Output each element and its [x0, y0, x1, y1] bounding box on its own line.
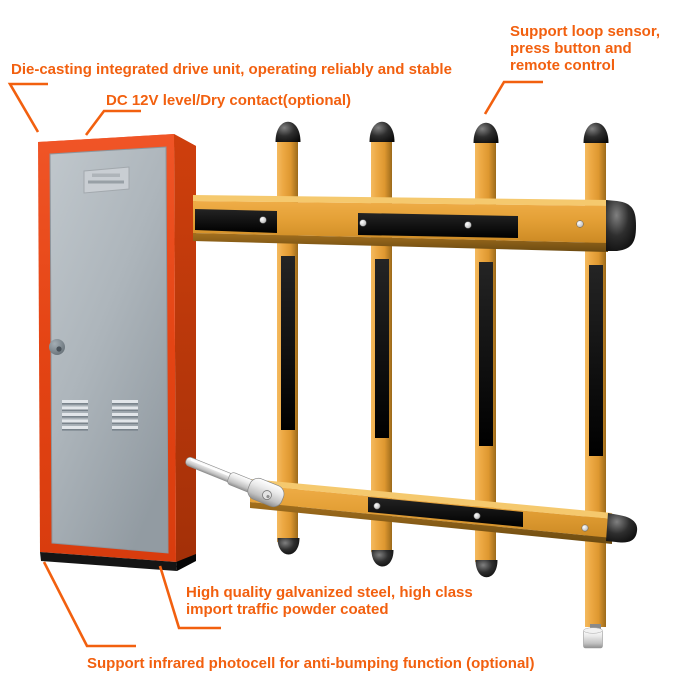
- picket-top-cap: [473, 122, 499, 143]
- picket-bottom-cap: [475, 560, 498, 578]
- annotation-infrared-photocell: Support infrared photocell for anti-bump…: [87, 655, 535, 672]
- picket-reflector-strip: [281, 256, 295, 430]
- top-rail-top-bevel: [193, 195, 608, 206]
- picket-top-cap: [583, 122, 609, 143]
- screw: [576, 220, 584, 228]
- cabinet-base: [40, 552, 177, 571]
- screw: [473, 512, 481, 520]
- picket-reflector-strip: [375, 259, 389, 438]
- rail-reflector-strip: [195, 209, 277, 233]
- lower-rail-bottom-bevel: [250, 502, 612, 544]
- cabinet-side-face: [174, 134, 196, 562]
- screw: [581, 524, 589, 532]
- leader-line-drive-unit: [7, 82, 48, 133]
- picket-reflector-strip: [479, 262, 493, 446]
- lower-rail: [250, 479, 638, 544]
- leader-line-galvanized: [158, 565, 221, 630]
- picket-top-cap: [275, 121, 301, 142]
- annotation-drive-unit: Die-casting integrated drive unit, opera…: [11, 61, 452, 78]
- annotation-dc-contact: DC 12V level/Dry contact(optional): [106, 92, 352, 109]
- lower-rail-end-cap: [606, 513, 638, 543]
- cabinet-door: [49, 146, 169, 554]
- annotation-galvanized-steel: High quality galvanized steel, high clas…: [186, 584, 473, 618]
- rail-reflector-strip: [358, 213, 518, 238]
- leader-line-dc-contact: [84, 109, 141, 136]
- door-lock: [49, 339, 65, 355]
- cabinet-base-side: [176, 554, 196, 571]
- leader-line-photocell: [42, 561, 136, 648]
- top-rail-end-cap: [606, 200, 636, 251]
- adjustable-foot: [583, 624, 603, 649]
- screw: [259, 216, 267, 224]
- drive-unit-cabinet: [38, 134, 196, 571]
- screw: [373, 502, 381, 510]
- brand-plate: [83, 166, 130, 194]
- picket-reflector-strip: [589, 265, 603, 456]
- leader-lines: [7, 80, 543, 648]
- annotation-loop-sensor: Support loop sensor, press button and re…: [510, 23, 661, 74]
- picket-bottom-cap: [277, 538, 300, 555]
- screw: [464, 221, 472, 229]
- support-rod: [185, 456, 285, 508]
- screw: [359, 219, 367, 227]
- vent-grille-right: [112, 400, 138, 431]
- picket-top-cap: [369, 121, 395, 142]
- vent-grille-left: [62, 400, 88, 431]
- leader-line-loop-sensor: [483, 80, 543, 115]
- top-rail-bottom-bevel: [193, 233, 608, 252]
- top-rail: [193, 195, 636, 252]
- rail-reflector-strip: [368, 497, 523, 527]
- picket-bottom-cap: [371, 550, 394, 567]
- lower-rail-top-bevel: [250, 479, 612, 519]
